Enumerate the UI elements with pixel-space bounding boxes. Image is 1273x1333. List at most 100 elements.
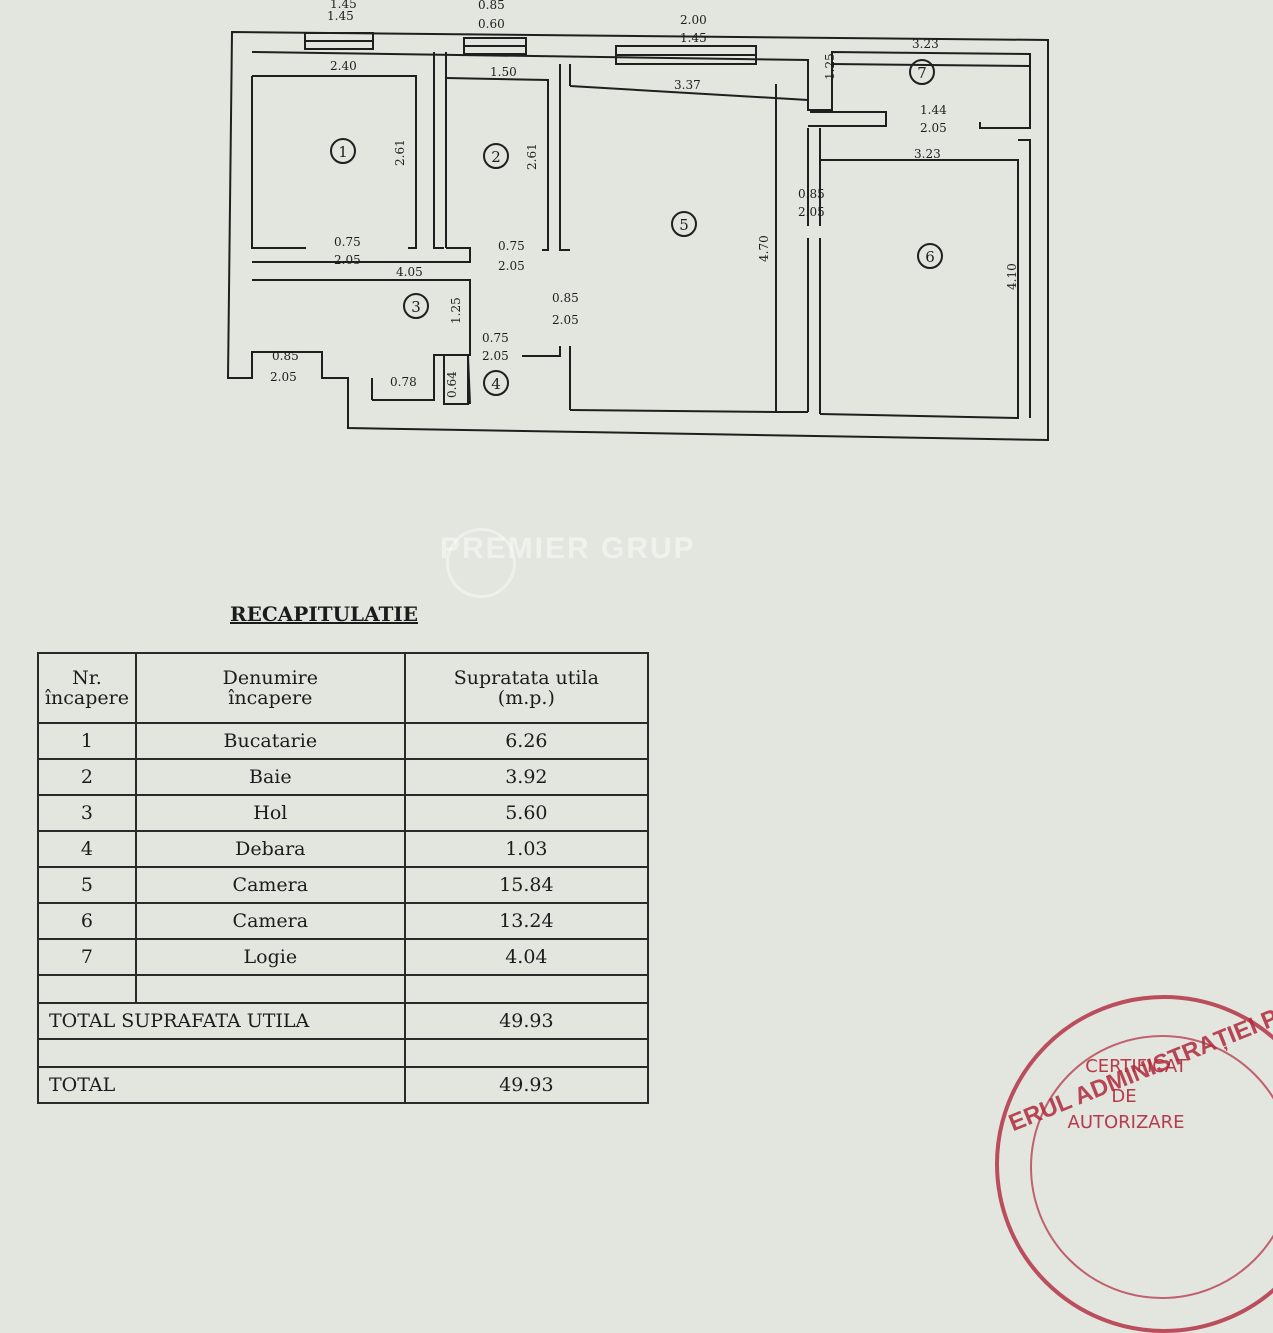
- room-marker-7: [909, 59, 935, 85]
- cell-name: Baie: [134, 758, 406, 796]
- room-6-walls: [819, 139, 1031, 420]
- room-marker-2: [483, 143, 509, 169]
- dim-room-6-width: 3.23: [914, 147, 941, 161]
- dim-door-logia-top: 1.44: [920, 103, 947, 117]
- room-number-7: 7: [917, 64, 927, 82]
- dim-hol-width: 4.05: [396, 265, 423, 279]
- outer-wall: [226, 30, 1049, 442]
- inner-wall: [251, 50, 1031, 129]
- room-number-2: 2: [491, 148, 501, 166]
- cell-nr: 1: [37, 722, 137, 760]
- header-nr: Nr. încapere: [37, 652, 137, 724]
- cell-nr: 4: [37, 830, 137, 868]
- room-marker-6: [917, 243, 943, 269]
- hol-walls: [252, 279, 471, 401]
- dim-room-1-width: 2.40: [330, 59, 357, 73]
- stamp-line-1: CERTIFICAT: [1085, 1056, 1187, 1077]
- dim-door-r1-top: 0.75: [334, 235, 361, 249]
- room-2-walls: [445, 64, 570, 251]
- room-marker-1: [330, 138, 356, 164]
- dim-room-5-width: 3.37: [674, 78, 701, 92]
- dim-hol-height: 1.25: [449, 297, 463, 324]
- recap-header-row: Nr. încapere Denumire încapere Supratata…: [37, 652, 650, 724]
- room-number-1: 1: [338, 143, 348, 161]
- dim-window-2-top: 0.85: [478, 0, 505, 12]
- dim-window-2-bot: 0.60: [478, 17, 505, 31]
- room-number-3: 3: [411, 298, 421, 316]
- dim-room-7-width: 3.23: [912, 37, 939, 51]
- cell-area: 3.92: [403, 758, 650, 796]
- stamp-line-2: DE: [1111, 1086, 1137, 1107]
- dim-window-3-top: 2.00: [680, 13, 707, 27]
- total-util-label: TOTAL SUPRAFATA UTILA: [37, 1002, 406, 1040]
- dim-door-debara-bot: 2.05: [482, 349, 509, 363]
- room-marker-5: [671, 211, 697, 237]
- dim-window-1-top: 1.45: [330, 0, 357, 11]
- empty-row: [37, 1038, 650, 1068]
- dim-door-r1-bot: 2.05: [334, 253, 361, 267]
- dim-window-1: 1.45: [327, 9, 354, 23]
- dim-door-entrance-bot: 2.05: [270, 370, 297, 384]
- dim-door-entrance-top: 0.85: [272, 349, 299, 363]
- room-5-walls: [569, 64, 809, 414]
- room-number-6: 6: [925, 248, 935, 266]
- dim-door-hol-top: 0.85: [552, 291, 579, 305]
- dim-room-7-height: 1.25: [823, 53, 837, 80]
- empty-row: [37, 974, 650, 1004]
- cell-name: Debara: [134, 830, 406, 868]
- cell-nr: 3: [37, 794, 137, 832]
- cell-nr: 5: [37, 866, 137, 904]
- cell-area: 1.03: [403, 830, 650, 868]
- total-value: 49.93: [403, 1066, 650, 1104]
- dim-room-2-width: 1.50: [490, 65, 517, 79]
- cell-area: 13.24: [403, 902, 650, 940]
- dim-room-2-height: 2.61: [525, 143, 539, 170]
- partition-5-6: [776, 128, 821, 414]
- recap-table: Nr. încapere Denumire încapere Supratata…: [37, 652, 650, 1104]
- dim-debara-height: 0.64: [445, 371, 459, 398]
- total-label: TOTAL: [37, 1066, 406, 1104]
- cell-name: Bucatarie: [134, 722, 406, 760]
- dim-room-1-height: 2.61: [393, 139, 407, 166]
- dim-door-r5-bot: 2.05: [798, 205, 825, 219]
- total-row: TOTAL 49.93: [37, 1066, 650, 1104]
- cell-nr: 6: [37, 902, 137, 940]
- cell-area: 15.84: [403, 866, 650, 904]
- cell-name: Camera: [134, 902, 406, 940]
- recap-title: RECAPITULATIE: [230, 602, 418, 626]
- watermark-text: PREMIER GRUP: [440, 532, 696, 565]
- floor-plan: 1.45 1.45 0.85 0.60 2.00 1.45 2.40 1.50 …: [226, 0, 1049, 442]
- cell-area: 4.04: [403, 938, 650, 976]
- room-1-walls: [251, 75, 417, 249]
- total-util-row: TOTAL SUPRAFATA UTILA 49.93: [37, 1002, 650, 1040]
- room-marker-4: [483, 370, 509, 396]
- total-util-value: 49.93: [403, 1002, 650, 1040]
- dim-room-5-height: 4.70: [757, 235, 771, 262]
- cell-area: 5.60: [403, 794, 650, 832]
- dim-door-r2-top: 0.75: [498, 239, 525, 253]
- dim-window-3-bot: 1.45: [680, 31, 707, 45]
- room-number-4: 4: [491, 375, 501, 393]
- header-area: Supratata utila (m.p.): [403, 652, 650, 724]
- cell-nr: 2: [37, 758, 137, 796]
- dim-door-logia-bot: 2.05: [920, 121, 947, 135]
- cell-nr: 7: [37, 938, 137, 976]
- debara-walls: [467, 346, 571, 410]
- dim-door-r5-top: 0.85: [798, 187, 825, 201]
- watermark-logo-icon: [446, 528, 516, 598]
- document-page: 1.45 1.45 0.85 0.60 2.00 1.45 2.40 1.50 …: [37, 0, 1273, 1333]
- dim-room-6-height: 4.10: [1005, 263, 1019, 290]
- dim-door-r2-bot: 2.05: [498, 259, 525, 273]
- cell-area: 6.26: [403, 722, 650, 760]
- stamp-line-3: AUTORIZARE: [1067, 1112, 1185, 1133]
- cell-name: Camera: [134, 866, 406, 904]
- cell-name: Hol: [134, 794, 406, 832]
- dim-door-debara-top: 0.75: [482, 331, 509, 345]
